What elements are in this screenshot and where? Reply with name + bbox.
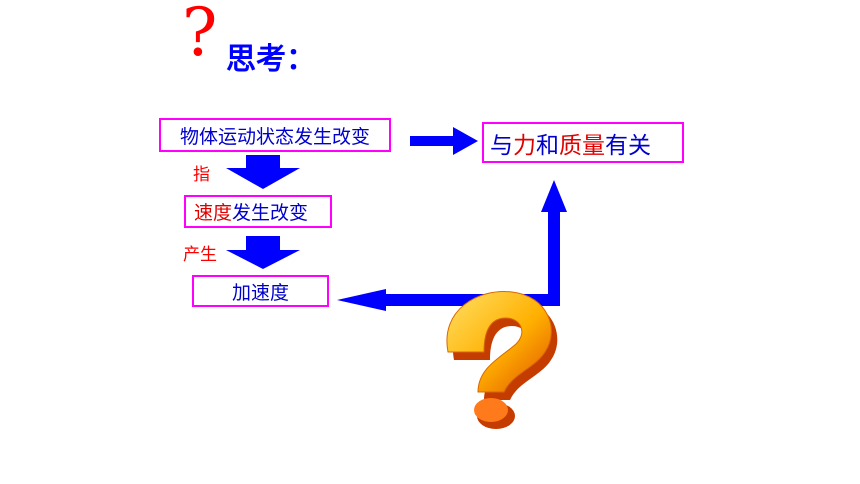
page-title: 思考： bbox=[226, 42, 316, 77]
acceleration-box: 加速度 bbox=[192, 275, 329, 307]
state-change-text: 物体运动状态发生改变 bbox=[179, 125, 370, 148]
means-label: 指 bbox=[193, 165, 210, 185]
relation-force: 力 bbox=[513, 132, 536, 159]
3d-question-mark-icon bbox=[446, 291, 558, 429]
produces-label: 产生 bbox=[183, 245, 217, 265]
velocity-text: 速度 bbox=[194, 202, 233, 224]
arrow-down-1 bbox=[226, 155, 300, 189]
arrow-right bbox=[410, 127, 478, 155]
question-mark-icon: ? bbox=[182, 0, 218, 71]
relation-box: 与力和质量有关 bbox=[482, 122, 684, 163]
velocity-change-box: 速度发生改变 bbox=[184, 195, 332, 228]
arrow-elbow bbox=[337, 180, 567, 311]
relation-with: 与 bbox=[490, 132, 513, 159]
relation-mass: 质量 bbox=[559, 132, 605, 159]
relation-related: 有关 bbox=[605, 132, 651, 159]
relation-and: 和 bbox=[536, 132, 559, 159]
acceleration-text: 加速度 bbox=[232, 281, 290, 304]
state-change-box: 物体运动状态发生改变 bbox=[159, 118, 391, 152]
change-text: 发生改变 bbox=[232, 202, 309, 224]
arrow-down-2 bbox=[226, 236, 300, 269]
